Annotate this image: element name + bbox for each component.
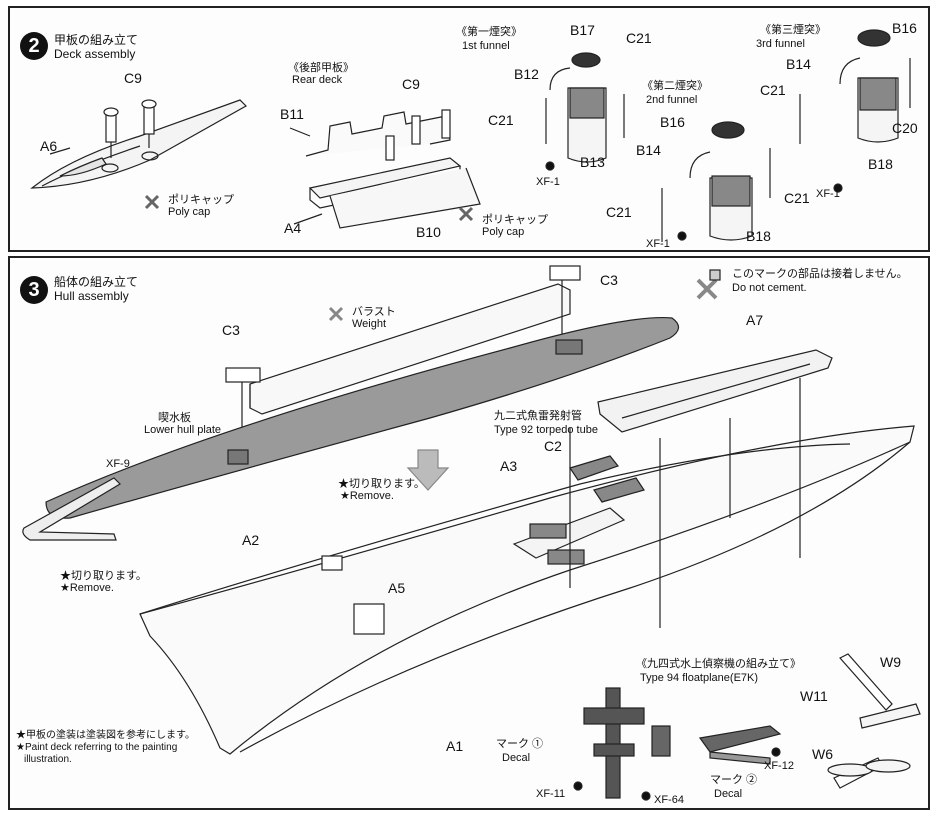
part-label-c21: C21	[760, 82, 786, 98]
remove-jp: ★切り取ります。	[60, 570, 147, 582]
step-2-panel: 2 甲板の組み立て Deck assembly	[8, 6, 930, 252]
part-label-b14: B14	[636, 142, 661, 158]
part-label-a3: A3	[500, 458, 518, 474]
poly-cap-en: Poly cap	[482, 226, 525, 238]
part-label-c9: C9	[402, 76, 420, 92]
part-label-c21: C21	[488, 112, 514, 128]
weight-jp: バラスト	[352, 306, 396, 318]
no-cement-en: Do not cement.	[732, 282, 807, 294]
lower-hull-en: Lower hull plate	[144, 424, 222, 436]
paint-label-xf9: XF-9	[106, 458, 130, 470]
remove-en: ★Remove.	[340, 490, 394, 502]
torpedo-jp: 九二式魚雷発射管	[494, 410, 582, 422]
floatplane-jp: 《九四式水上偵察機の組み立て》	[636, 658, 801, 670]
decal-2-jp: マーク ②	[710, 774, 758, 786]
part-label-b17: B17	[570, 22, 595, 38]
paint-label-xf64: XF-64	[654, 794, 684, 806]
part-label-c21: C21	[784, 190, 810, 206]
remove-en: ★Remove.	[60, 582, 114, 594]
part-label-w11: W11	[800, 688, 828, 704]
paint-label-xf1: XF-1	[646, 238, 670, 250]
paint-note-en: ★Paint deck referring to the painting	[16, 742, 178, 753]
paint-label-xf11: XF-11	[536, 788, 566, 800]
step-title-en: Hull assembly	[54, 289, 129, 303]
part-label-w6: W6	[812, 746, 833, 762]
funnel-3-jp: 《第三煙突》	[760, 24, 826, 36]
part-label-b18: B18	[746, 228, 771, 244]
part-label-c21: C21	[626, 30, 652, 46]
rear-deck-jp: 《後部甲板》	[288, 62, 354, 74]
paint-note-jp: ★甲板の塗装は塗装図を参考にします。	[16, 730, 195, 741]
part-label-b18: B18	[868, 156, 893, 172]
step-number-badge: 3	[20, 276, 48, 304]
paint-label-xf1: XF-1	[816, 188, 840, 200]
part-label-b12: B12	[514, 66, 539, 82]
part-label-b11: B11	[280, 106, 304, 122]
part-label-b16: B16	[660, 114, 685, 130]
part-label-c2: C2	[544, 438, 562, 454]
weight-en: Weight	[352, 318, 387, 330]
funnel-1-jp: 《第一煙突》	[456, 26, 522, 38]
decal-1-jp: マーク ①	[496, 738, 544, 750]
funnel-3-en: 3rd funnel	[756, 38, 805, 50]
torpedo-en: Type 92 torpedo tube	[494, 424, 598, 436]
part-label-w9: W9	[880, 654, 901, 670]
step-title-jp: 船体の組み立て	[54, 275, 139, 289]
poly-cap-jp: ポリキャップ	[482, 214, 548, 226]
remove-jp: ★切り取ります。	[338, 478, 425, 490]
floatplane-en: Type 94 floatplane(E7K)	[640, 672, 759, 684]
part-label-b10: B10	[416, 224, 441, 240]
decal-2-en: Decal	[714, 788, 743, 800]
part-label-a5: A5	[388, 580, 406, 596]
part-label-a1: A1	[446, 738, 464, 754]
step-number-badge: 2	[20, 32, 48, 60]
part-label-c9: C9	[124, 70, 142, 86]
no-cement-jp: このマークの部品は接着しません。	[732, 268, 908, 280]
paint-note-en: illustration.	[24, 754, 72, 765]
lower-hull-jp: 喫水板	[158, 412, 191, 424]
paint-label-xf1: XF-1	[536, 176, 560, 188]
funnel-2-jp: 《第二煙突》	[642, 80, 708, 92]
part-label-c3: C3	[600, 272, 618, 288]
part-label-a4: A4	[284, 220, 302, 236]
rear-deck-en: Rear deck	[292, 74, 343, 86]
step-3-panel: 3 船体の組み立て Hull assembly	[8, 256, 930, 810]
part-label-b13: B13	[580, 154, 605, 170]
part-label-c21: C21	[606, 204, 632, 220]
funnel-1-en: 1st funnel	[462, 40, 510, 52]
part-label-c20: C20	[892, 120, 918, 136]
paint-label-xf12: XF-12	[764, 760, 794, 772]
part-label-b14: B14	[786, 56, 811, 72]
part-label-b16: B16	[892, 20, 917, 36]
part-label-a2: A2	[242, 532, 260, 548]
part-label-c3: C3	[222, 322, 240, 338]
poly-cap-jp: ポリキャップ	[168, 194, 234, 206]
step-title-jp: 甲板の組み立て	[54, 33, 139, 47]
deck-assembly-drawing	[30, 29, 911, 242]
decal-1-en: Decal	[502, 752, 531, 764]
poly-cap-en: Poly cap	[168, 206, 211, 218]
part-label-a7: A7	[746, 312, 764, 328]
hull-assembly-drawing	[22, 265, 921, 801]
funnel-2-en: 2nd funnel	[646, 94, 698, 106]
step-title-en: Deck assembly	[54, 47, 136, 61]
part-label-a6: A6	[40, 138, 58, 154]
